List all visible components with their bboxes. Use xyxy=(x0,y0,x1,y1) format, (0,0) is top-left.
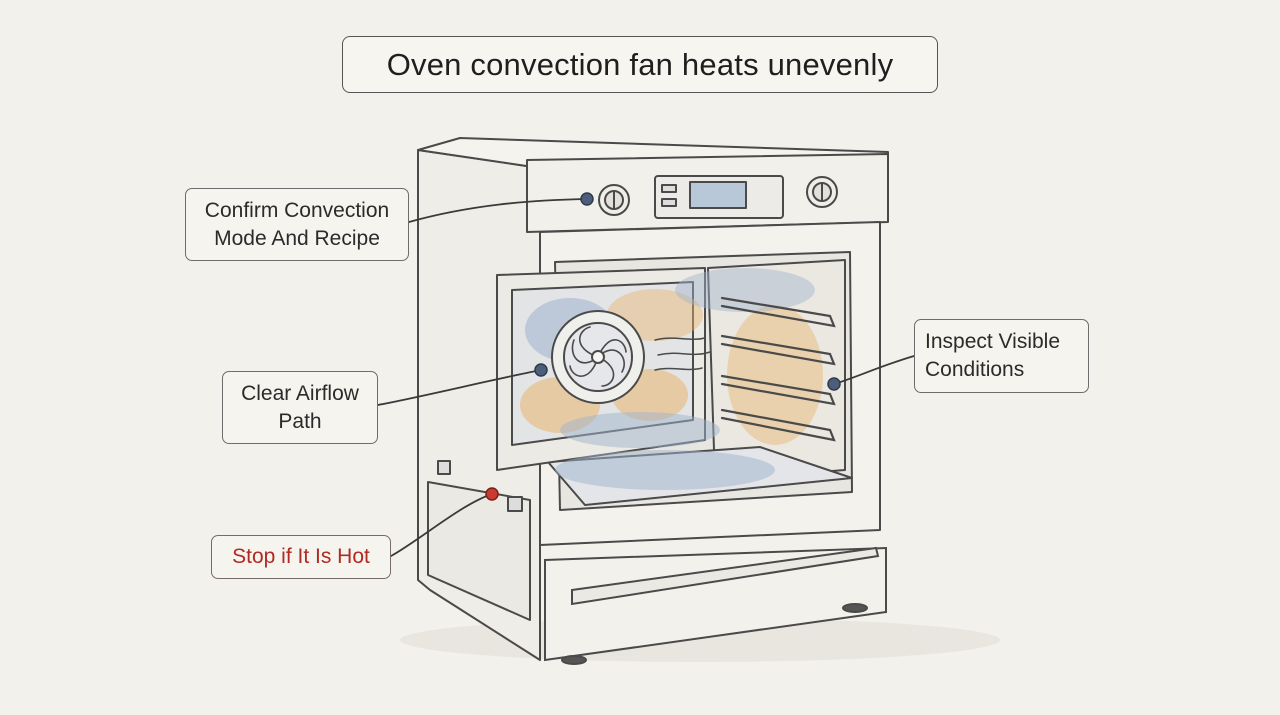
callout-text: Stop if It Is Hot xyxy=(232,545,370,568)
leader-line-clear xyxy=(377,369,542,406)
callout-inspect-conditions: Inspect Visible Conditions xyxy=(914,319,1089,393)
drawer-handle xyxy=(571,546,880,606)
callout-text: Mode And Recipe xyxy=(214,226,380,250)
marker-stop xyxy=(485,487,499,501)
side-slot xyxy=(507,496,523,512)
airflow-line xyxy=(654,337,706,341)
callout-clear-airflow: Clear Airflow Path xyxy=(222,371,378,444)
leader-line-confirm xyxy=(408,198,588,223)
marker-confirm xyxy=(580,192,594,206)
marker-clear xyxy=(534,363,548,377)
leader-line-stop xyxy=(390,493,493,557)
storage-drawer xyxy=(544,546,887,662)
oven-foot xyxy=(842,603,868,613)
callout-text: Inspect Visible xyxy=(925,330,1061,353)
callout-text: Clear Airflow xyxy=(241,381,359,405)
callout-text: Path xyxy=(278,409,322,433)
diagram-title: Oven convection fan heats unevenly xyxy=(342,36,938,93)
oven-foot xyxy=(561,655,587,665)
callout-confirm-convection: Confirm Convection Mode And Recipe xyxy=(185,188,409,261)
airflow-line xyxy=(654,367,703,371)
airflow-line xyxy=(657,351,711,356)
fan-hub xyxy=(591,350,605,364)
display-screen xyxy=(689,181,747,209)
oven-racks xyxy=(720,296,836,442)
side-slot xyxy=(437,460,451,475)
callout-text: Confirm Convection xyxy=(204,198,390,222)
marker-inspect xyxy=(827,377,841,391)
callout-stop-if-hot: Stop if It Is Hot xyxy=(211,535,391,579)
callout-text: Conditions xyxy=(925,358,1025,381)
